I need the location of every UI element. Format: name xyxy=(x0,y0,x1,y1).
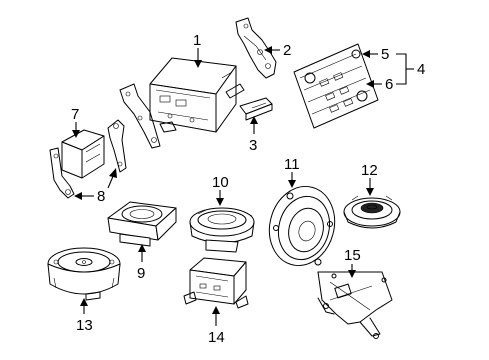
head-unit-part xyxy=(149,57,245,133)
callout-5: 5 xyxy=(381,46,389,63)
module-bracket-part xyxy=(49,83,161,199)
subwoofer-part xyxy=(47,247,121,301)
callout-15: 15 xyxy=(344,247,361,264)
clip-part xyxy=(239,97,273,121)
callout-8: 8 xyxy=(97,188,105,205)
cone-speaker-part xyxy=(343,195,401,229)
callout-14: 14 xyxy=(208,329,225,346)
callout-13: 13 xyxy=(76,317,93,334)
callout-1: 1 xyxy=(193,32,201,49)
callout-6: 6 xyxy=(385,76,393,93)
callout-9: 9 xyxy=(137,265,145,282)
control-module-part xyxy=(183,257,249,309)
callout-10: 10 xyxy=(212,174,229,191)
callout-3: 3 xyxy=(249,137,257,154)
callout-7: 7 xyxy=(71,106,79,123)
square-speaker-part xyxy=(107,201,177,247)
control-panel-part xyxy=(293,43,379,129)
callout-numbers: 1 2 3 4 5 6 7 8 9 10 11 12 13 14 15 xyxy=(71,32,425,346)
callout-11: 11 xyxy=(284,156,300,173)
mounting-bracket-part xyxy=(317,271,393,339)
bracket-part xyxy=(235,17,277,79)
door-speaker-part xyxy=(268,185,336,267)
callout-leaders xyxy=(72,46,414,326)
amplifier-module-part xyxy=(61,129,105,179)
callout-4: 4 xyxy=(417,61,425,78)
round-speaker-part xyxy=(189,207,255,253)
callout-12: 12 xyxy=(361,162,378,179)
callout-2: 2 xyxy=(283,42,291,59)
